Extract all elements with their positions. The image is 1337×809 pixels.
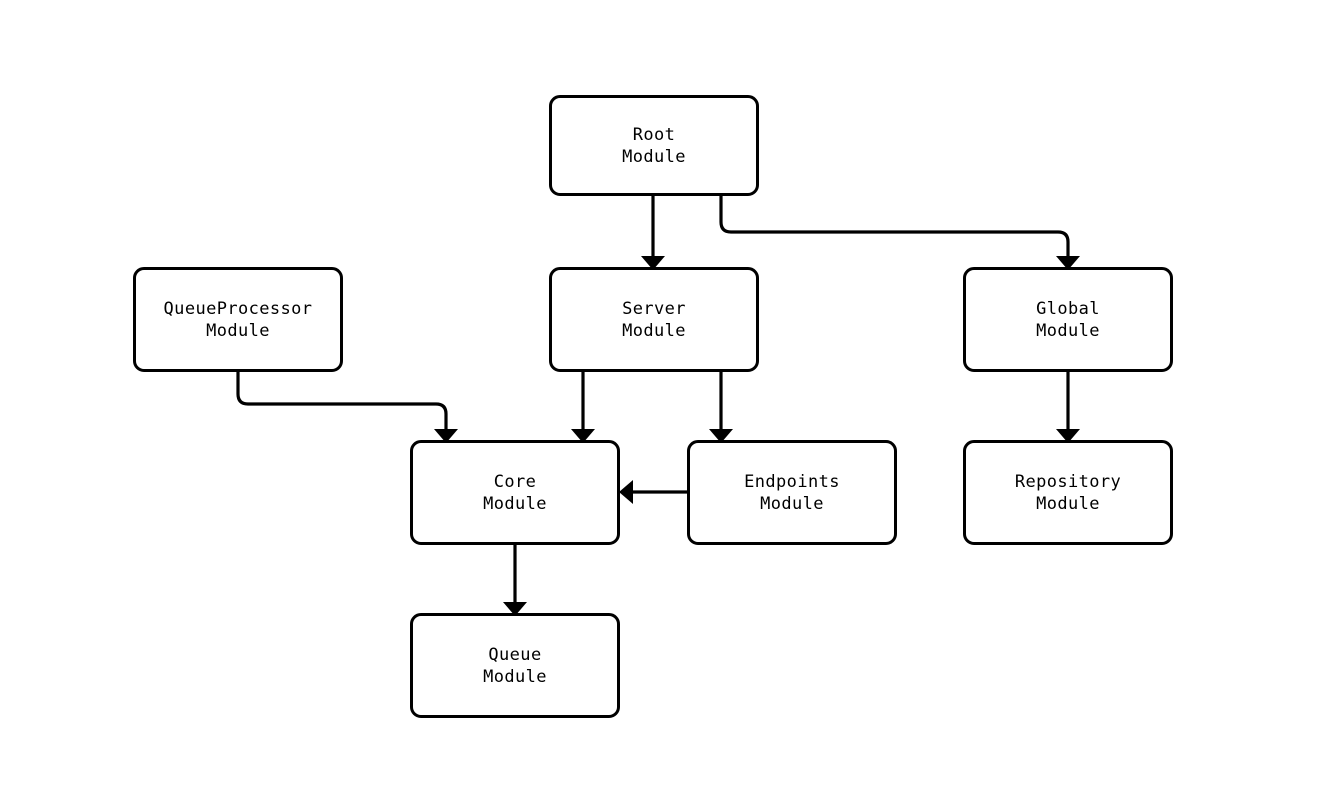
queue-module-node[interactable]: Queue Module (410, 613, 620, 718)
queueprocessor-module-label-line1: QueueProcessor (163, 298, 313, 319)
edge-root-to-server (641, 196, 665, 270)
root-module-node[interactable]: Root Module (549, 95, 759, 196)
endpoints-module-node[interactable]: Endpoints Module (687, 440, 897, 545)
arrowhead-left-icon (619, 480, 633, 504)
queueprocessor-module-node[interactable]: QueueProcessor Module (133, 267, 343, 372)
endpoints-module-label-line1: Endpoints (744, 471, 840, 492)
core-module-label-line1: Core (493, 471, 537, 492)
queueprocessor-module-label-line2: Module (206, 320, 270, 341)
global-module-label-line2: Module (1036, 320, 1100, 341)
edge-queueprocessor-to-core (236, 372, 458, 443)
queue-module-label-line1: Queue (488, 644, 542, 665)
core-module-label-line2: Module (483, 493, 547, 514)
server-module-node[interactable]: Server Module (549, 267, 759, 372)
server-module-label-line2: Module (622, 320, 686, 341)
edge-endpoints-to-core (619, 480, 687, 504)
server-module-label-line1: Server (622, 298, 686, 319)
global-module-label-line1: Global (1036, 298, 1100, 319)
queue-module-label-line2: Module (483, 666, 547, 687)
repository-module-label-line1: Repository (1014, 471, 1122, 492)
root-module-label-line2: Module (622, 146, 686, 167)
edge-server-to-endpoints (709, 372, 733, 443)
repository-module-label-line2: Module (1036, 493, 1100, 514)
repository-module-node[interactable]: Repository Module (963, 440, 1173, 545)
global-module-node[interactable]: Global Module (963, 267, 1173, 372)
edge-server-to-core (571, 372, 595, 443)
root-module-label-line1: Root (632, 124, 676, 145)
endpoints-module-label-line2: Module (760, 493, 824, 514)
core-module-node[interactable]: Core Module (410, 440, 620, 545)
edge-core-to-queue (503, 545, 527, 616)
edge-global-to-repository (1056, 372, 1080, 443)
edge-root-to-global (719, 196, 1080, 270)
